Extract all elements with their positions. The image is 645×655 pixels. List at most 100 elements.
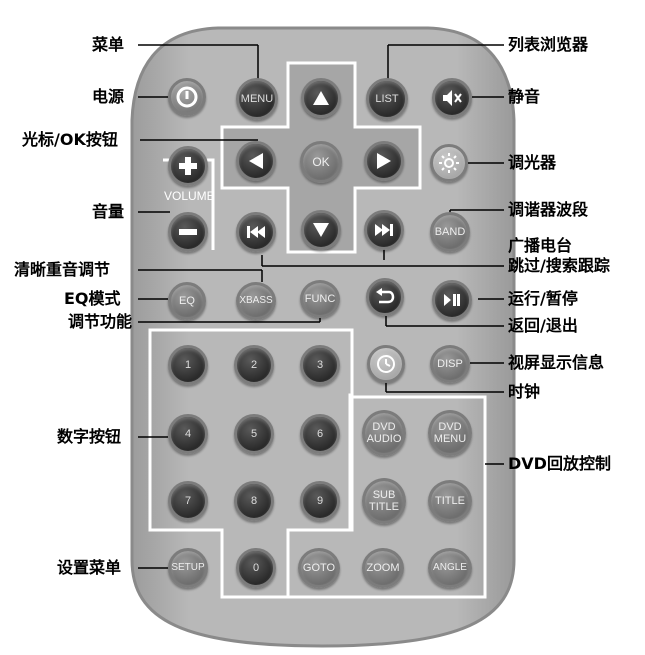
skip-back-icon [247,226,265,238]
previous-button[interactable] [236,212,276,252]
menu-button-label: MENU [240,93,274,105]
dvd-menu-line1: DVD [438,421,462,433]
number-1-button[interactable]: 1 [168,345,208,385]
menu-button[interactable]: MENU [236,78,278,120]
dimmer-button[interactable] [430,144,468,182]
dvd-audio-line1: DVD [372,421,396,433]
goto-button[interactable]: GOTO [298,548,340,588]
label-am-station: 广播电台 [508,236,573,255]
ok-button[interactable]: OK [300,141,342,183]
label-dvd-control: DVD回放控制 [508,454,611,473]
power-icon [176,86,198,108]
label-play-pause: 运行/暂停 [508,289,578,308]
label-skip-search: 跳过/搜索跟踪 [508,256,610,275]
func-button-label: FUNC [304,293,336,305]
left-button[interactable] [236,141,276,181]
play-pause-button[interactable] [432,280,472,320]
goto-button-label: GOTO [302,562,336,574]
mute-icon [443,90,462,106]
dvd-frame [286,395,487,599]
label-mute: 静音 [508,87,541,106]
dvd-menu-line2: MENU [433,433,467,445]
title-button-label: TITLE [435,495,465,507]
angle-button[interactable]: ANGLE [428,548,472,588]
label-return-exit: 返回/退出 [508,316,578,335]
minus-icon [179,229,197,235]
angle-button-label: ANGLE [433,562,467,573]
down-arrow-icon [313,223,329,237]
number-label: 0 [252,562,260,574]
xbass-button-label: XBASS [239,295,273,306]
disp-button-label: DISP [437,358,463,370]
list-button[interactable]: LIST [366,78,408,120]
zoom-button-label: ZOOM [366,562,400,574]
eq-button[interactable]: EQ [168,282,206,320]
right-arrow-icon [377,153,391,169]
number-label: 3 [316,359,324,371]
number-2-button[interactable]: 2 [234,345,274,385]
label-volume: 音量 [92,202,125,221]
ok-button-label: OK [312,155,330,169]
func-button[interactable]: FUNC [300,280,340,318]
label-list-browser: 列表浏览器 [508,35,589,54]
up-arrow-icon [313,91,329,105]
number-label: 2 [250,359,258,371]
number-4-button[interactable]: 4 [168,414,208,454]
label-eq-mode: EQ模式 [64,289,121,308]
number-9-button[interactable]: 9 [300,481,340,521]
band-button-label: BAND [434,226,466,238]
volume-up-button[interactable] [168,146,208,186]
label-xbass: 清晰重音调节 [14,260,111,279]
label-dimmer: 调光器 [508,153,557,172]
power-button[interactable] [168,78,206,116]
down-button[interactable] [301,210,341,250]
label-clock: 时钟 [508,382,541,401]
label-band: 调谐器波段 [508,200,589,219]
disp-button[interactable]: DISP [430,345,470,383]
volume-down-button[interactable] [168,212,208,252]
number-label: 7 [184,495,192,507]
number-label: 6 [316,428,324,440]
label-power: 电源 [92,87,125,106]
title-button[interactable]: TITLE [428,480,472,522]
number-7-button[interactable]: 7 [168,481,208,521]
skip-forward-icon [375,224,393,236]
number-8-button[interactable]: 8 [234,481,274,521]
setup-button[interactable]: SETUP [168,548,208,588]
sun-icon [439,153,459,173]
number-label: 1 [184,359,192,371]
subtitle-button[interactable]: SUB TITLE [362,478,406,524]
list-button-label: LIST [375,93,399,105]
label-menu: 菜单 [92,35,125,54]
number-6-button[interactable]: 6 [300,414,340,454]
up-button[interactable] [301,78,341,118]
clock-button[interactable] [367,345,405,383]
dvd-audio-button[interactable]: DVD AUDIO [362,410,406,456]
number-label: 8 [250,495,258,507]
mute-button[interactable] [432,78,472,118]
xbass-button[interactable]: XBASS [236,282,276,320]
zoom-button[interactable]: ZOOM [362,548,404,588]
number-0-button[interactable]: 0 [236,548,276,588]
eq-button-label: EQ [179,295,195,307]
label-display-info: 视屏显示信息 [508,353,605,372]
number-3-button[interactable]: 3 [300,345,340,385]
next-button[interactable] [364,210,404,250]
clock-icon [377,355,395,373]
right-button[interactable] [364,141,404,181]
band-button[interactable]: BAND [430,212,470,252]
label-setup-menu: 设置菜单 [57,558,122,577]
label-cursor-ok: 光标/OK按钮 [22,130,118,149]
number-label: 9 [316,495,324,507]
number-label: 4 [184,428,192,440]
number-5-button[interactable]: 5 [234,414,274,454]
setup-button-label: SETUP [171,562,205,573]
dvd-menu-button[interactable]: DVD MENU [428,410,472,456]
plus-icon [179,157,197,175]
volume-text: VOLUME [164,189,215,203]
label-numeric: 数字按钮 [57,427,122,446]
return-button[interactable] [366,278,404,316]
play-pause-icon [444,294,460,306]
